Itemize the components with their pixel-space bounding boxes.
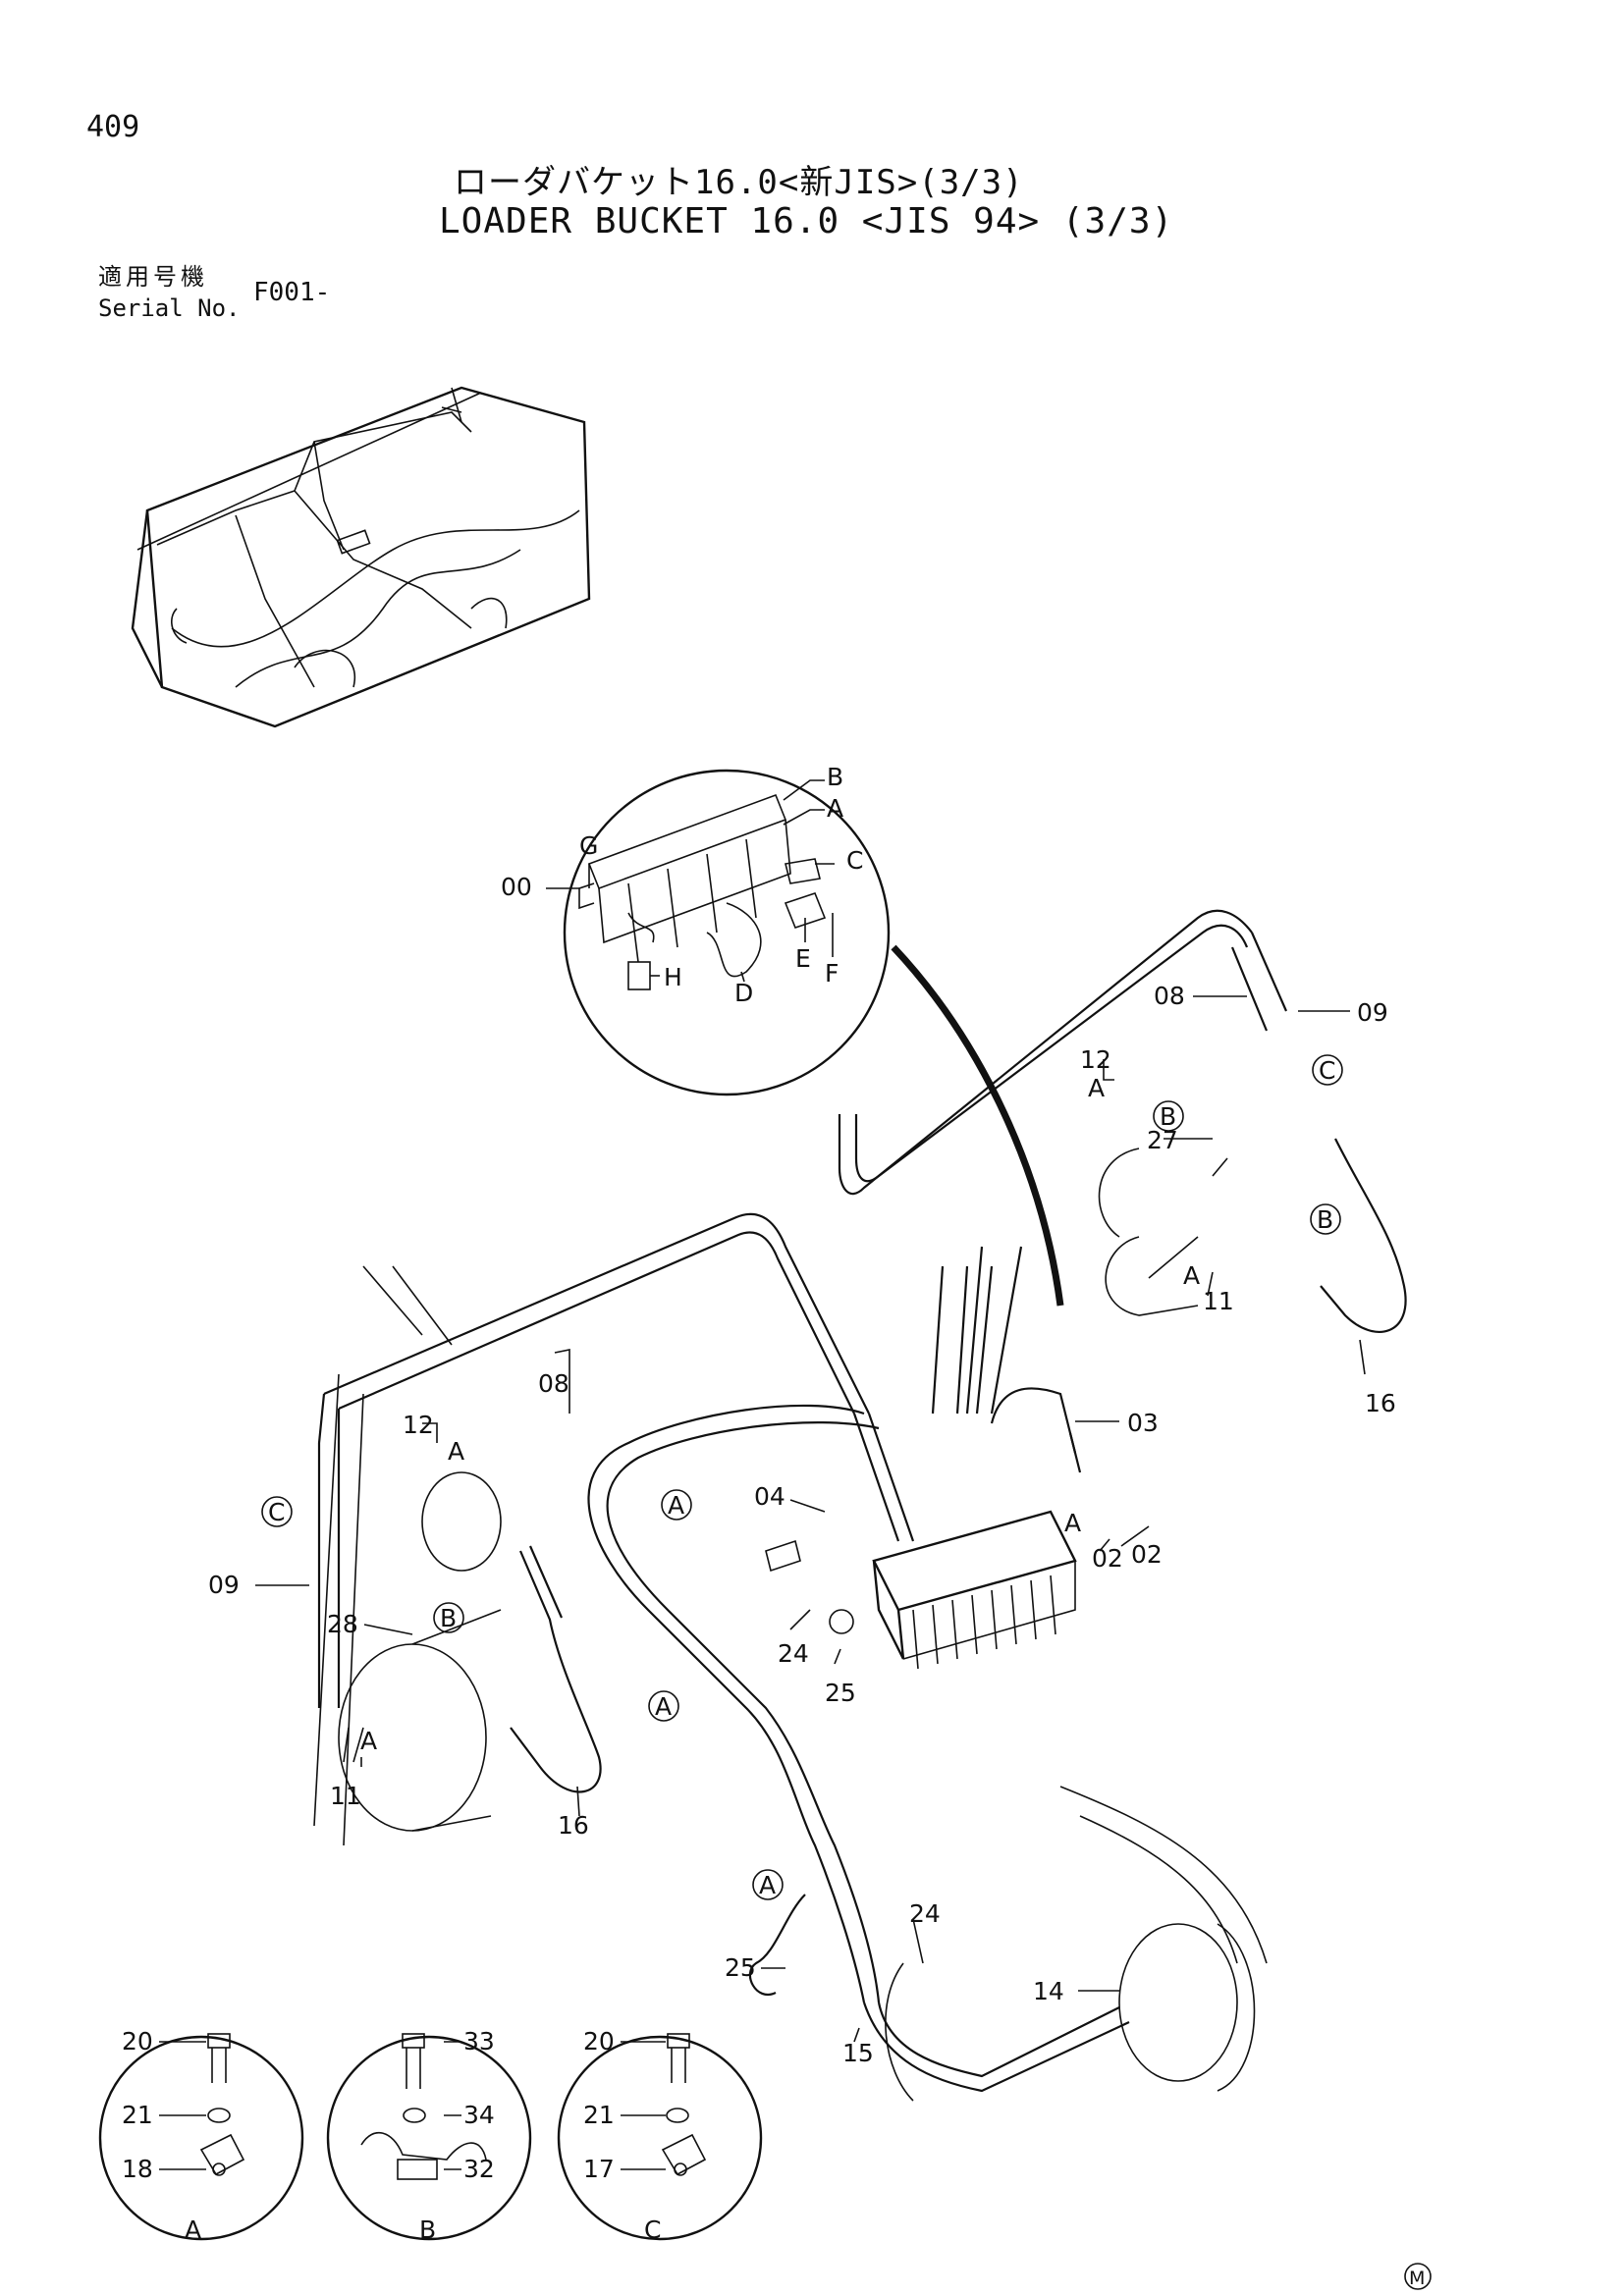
part-label-11-left: 11 <box>330 1782 361 1810</box>
callout-letter-b-right-upper: B <box>1160 1102 1176 1131</box>
detail-c-part-21: 21 <box>583 2101 615 2129</box>
detail-a-letter: A <box>185 2216 201 2244</box>
detail-b-part-32: 32 <box>463 2155 495 2183</box>
detail-c-part-20: 20 <box>583 2027 615 2056</box>
callout-letter-c-left: C <box>268 1498 285 1526</box>
valve-inset-circle <box>563 769 891 1096</box>
part-label-08-left: 08 <box>538 1369 569 1398</box>
inset-label-e: E <box>795 944 811 973</box>
footer-mark-letter: M <box>1409 2268 1425 2289</box>
part-label-a-left-lower: A <box>360 1727 377 1755</box>
part-label-03: 03 <box>1127 1409 1159 1437</box>
inset-label-h: H <box>664 963 682 991</box>
cylinder-outlines <box>313 1148 1268 2102</box>
part-label-01: 02 <box>1131 1540 1163 1569</box>
footer-mark: M <box>1404 2263 1432 2290</box>
serial-label-english: Serial No. <box>98 294 241 322</box>
inset-label-b: B <box>827 763 843 791</box>
part-label-a-right-lower: A <box>1183 1261 1200 1290</box>
inset-label-g: G <box>579 831 598 860</box>
part-label-a-right-upper: A <box>1088 1074 1105 1102</box>
part-label-02: 02 <box>1092 1544 1123 1573</box>
part-label-09-right: 09 <box>1357 998 1388 1027</box>
callout-circles: C B B C B A A A <box>261 1054 1343 1900</box>
part-leader-lines <box>255 995 1366 2043</box>
detail-view-b: 33 34 32 B <box>326 2027 532 2244</box>
control-valve-block <box>765 1510 1077 1670</box>
callout-letter-b-right-lower: B <box>1317 1205 1333 1234</box>
detail-a-part-21: 21 <box>122 2101 153 2129</box>
inset-leader-lines <box>546 779 1064 1307</box>
inset-label-c: C <box>846 846 863 875</box>
part-label-12-right: 12 <box>1080 1045 1111 1074</box>
title-english: LOADER BUCKET 16.0 <JIS 94> (3/3) <box>439 201 1174 241</box>
callout-letter-a-1: A <box>668 1491 684 1520</box>
detail-a-part-20: 20 <box>122 2027 153 2056</box>
part-label-09-left: 09 <box>208 1571 240 1599</box>
callout-letter-b-left: B <box>440 1604 457 1632</box>
inset-label-f: F <box>825 959 839 988</box>
detail-view-c: 20 21 17 C <box>557 2027 763 2244</box>
serial-label-japanese: 適用号機 <box>98 263 208 291</box>
detail-c-letter: C <box>644 2216 661 2244</box>
part-label-04: 04 <box>754 1482 785 1511</box>
part-label-14: 14 <box>1033 1977 1064 2005</box>
part-label-24: 24 <box>778 1639 809 1668</box>
detail-view-a: 20 21 18 A <box>98 2027 304 2244</box>
pipe-routing <box>317 909 1407 2093</box>
detail-b-letter: B <box>419 2216 436 2244</box>
callout-letter-a-3: A <box>759 1871 776 1899</box>
part-label-25: 25 <box>825 1679 856 1707</box>
serial-value: F001- <box>253 278 331 307</box>
inset-label-a: A <box>827 794 843 823</box>
part-label-12-left: 12 <box>403 1411 434 1439</box>
part-label-08-right: 08 <box>1154 982 1185 1010</box>
detail-b-part-34: 34 <box>463 2101 495 2129</box>
part-label-16-right: 16 <box>1365 1389 1396 1417</box>
callout-letter-a-2: A <box>655 1692 672 1721</box>
bucket-overview-drawing <box>131 386 591 728</box>
inset-label-d: D <box>734 979 753 1007</box>
part-label-16-left: 16 <box>558 1811 589 1840</box>
title-japanese: ローダバケット16.0<新JIS>(3/3) <box>454 163 1024 202</box>
detail-b-part-33: 33 <box>463 2027 495 2056</box>
part-label-27: 24 <box>909 1899 941 1928</box>
part-label-15: 15 <box>842 2039 874 2067</box>
detail-c-part-17: 17 <box>583 2155 615 2183</box>
callout-letter-c-right: C <box>1319 1056 1335 1085</box>
part-label-a-left-upper: A <box>448 1437 464 1466</box>
part-label-28: 25 <box>725 1953 756 1982</box>
part-label-11-right: 11 <box>1203 1287 1234 1315</box>
detail-a-part-18: 18 <box>122 2155 153 2183</box>
page-number: 409 <box>86 110 140 144</box>
part-label-30: 27 <box>1147 1126 1178 1154</box>
part-label-00: 00 <box>501 873 532 901</box>
part-label-a-valve: A <box>1064 1509 1081 1537</box>
part-label-31: 28 <box>327 1610 358 1638</box>
